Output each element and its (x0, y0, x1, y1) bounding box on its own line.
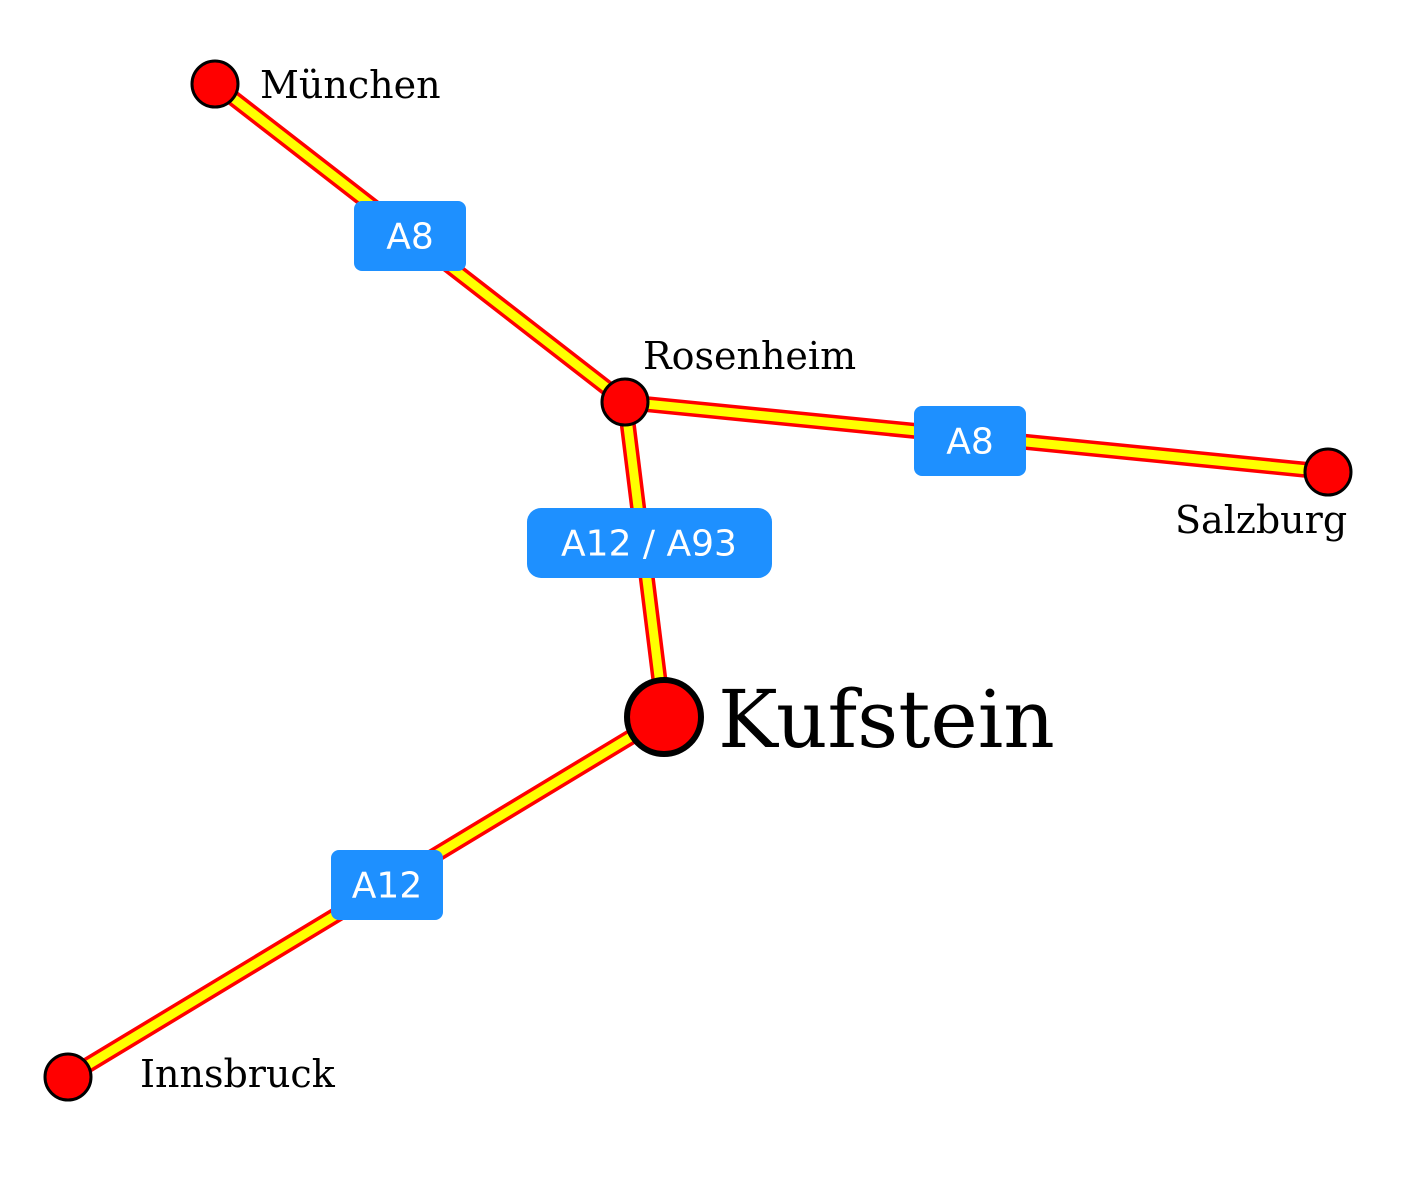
shield-rosenheim-kufstein: A12 / A93 (527, 508, 772, 578)
city-marker-kufstein (624, 677, 704, 757)
city-label-kufstein: Kufstein (718, 673, 1055, 766)
city-marker-innsbruck (43, 1052, 93, 1102)
shield-label: A8 (386, 217, 434, 258)
city-marker-munchen (190, 59, 240, 109)
city-marker-rosenheim (600, 377, 650, 427)
shield-kufstein-innsbruck: A12 (331, 850, 443, 920)
city-label-munchen: München (260, 63, 441, 107)
shield-munchen-rosenheim: A8 (354, 201, 466, 271)
shield-label: A8 (946, 422, 994, 463)
city-label-innsbruck: Innsbruck (140, 1052, 336, 1096)
shield-label: A12 / A93 (561, 524, 737, 565)
city-label-salzburg: Salzburg (1175, 498, 1347, 542)
shield-label: A12 (352, 866, 422, 907)
shield-rosenheim-salzburg: A8 (914, 406, 1026, 476)
city-label-rosenheim: Rosenheim (643, 334, 856, 378)
city-marker-salzburg (1303, 447, 1353, 497)
